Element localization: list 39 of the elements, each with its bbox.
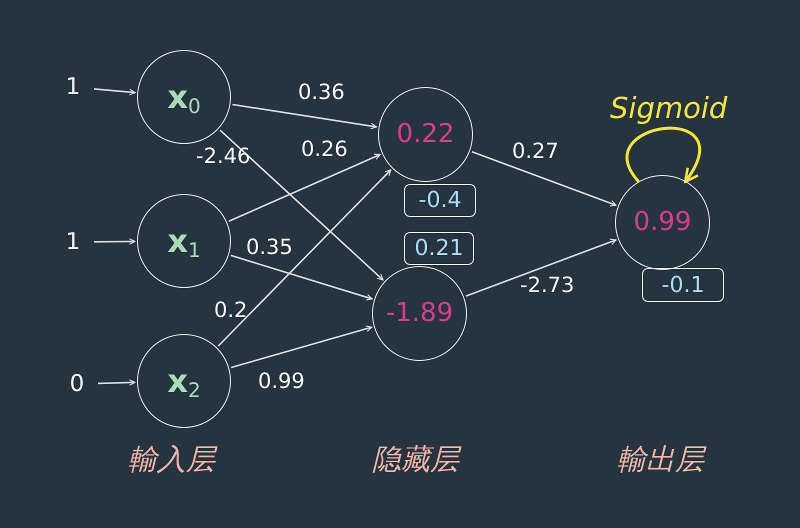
arrow: [94, 238, 136, 245]
bias-value: -0.1: [662, 272, 704, 300]
neuron-value: 0.22: [396, 118, 454, 151]
arrow: [232, 104, 378, 130]
neuron-value: -1.89: [386, 297, 454, 330]
input-variable: x$_{2}$: [167, 361, 201, 404]
edge-label: -2.73: [520, 275, 574, 296]
edge-label: 0.2: [214, 300, 248, 321]
layer-label: 隐藏层: [372, 445, 459, 474]
input-variable: x$_{0}$: [167, 77, 201, 120]
arrow: [230, 254, 373, 300]
edge-label: 0.99: [258, 371, 305, 392]
input-value: 1: [62, 72, 84, 102]
edge-label: 0.27: [512, 141, 559, 162]
curved-arrow: [626, 127, 702, 184]
arrow: [220, 130, 384, 281]
bias-box: [404, 232, 474, 265]
bias-box: [642, 268, 724, 302]
bias-value: 0.21: [414, 235, 464, 263]
arrow: [472, 150, 617, 206]
arrow: [228, 154, 381, 222]
input-value: 0: [66, 369, 88, 399]
edge-label: 0.26: [301, 139, 348, 160]
bias-value: -0.4: [418, 187, 462, 215]
neuron-value: 0.99: [634, 206, 692, 239]
input-value: 1: [62, 227, 84, 257]
arrow: [98, 379, 136, 386]
arrow: [466, 238, 617, 297]
arrow: [230, 325, 372, 368]
function-label: Sigmoid: [610, 94, 728, 123]
arrow: [94, 88, 136, 96]
edge-label: 0.35: [246, 237, 293, 258]
layer-label: 輸出层: [617, 445, 704, 474]
arrow: [218, 169, 392, 347]
input-variable: x$_{1}$: [167, 221, 201, 264]
layer-label: 輸入层: [128, 445, 215, 474]
bias-box: [404, 184, 476, 217]
edge-label: 0.36: [298, 82, 345, 103]
edge-label: -2.46: [196, 146, 250, 167]
